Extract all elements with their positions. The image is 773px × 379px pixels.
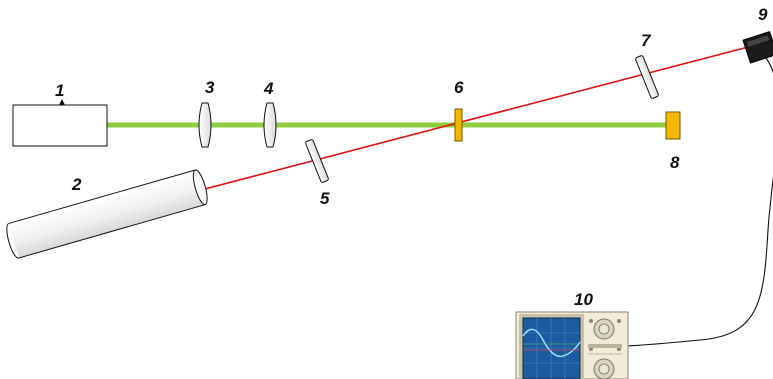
- oscilloscope-10: [515, 311, 629, 379]
- label-9: 9: [758, 5, 768, 24]
- label-1: 1: [55, 81, 64, 100]
- label-7: 7: [641, 31, 652, 50]
- oscilloscope-screen: [522, 317, 581, 379]
- lens-4: [263, 102, 277, 148]
- lens-3: [198, 102, 212, 148]
- plate-5: [305, 139, 329, 183]
- pump-laser-box: [12, 104, 108, 147]
- label-5: 5: [320, 189, 330, 208]
- beam-dump-8: [665, 111, 681, 140]
- probe-laser-cylinder: [6, 169, 208, 259]
- label-10: 10: [574, 290, 593, 309]
- plate-7: [635, 55, 659, 99]
- label-2: 2: [71, 175, 82, 194]
- label-3: 3: [205, 78, 215, 97]
- oscilloscope-trace: [522, 328, 581, 358]
- photodetector-9: [742, 30, 773, 64]
- label-8: 8: [670, 153, 680, 172]
- pump-laser-marker: [59, 99, 65, 105]
- label-4: 4: [263, 79, 274, 98]
- detector-cable: [626, 57, 773, 347]
- red-beam: [200, 45, 753, 191]
- sample-crystal-6: [454, 108, 463, 142]
- label-6: 6: [454, 78, 464, 97]
